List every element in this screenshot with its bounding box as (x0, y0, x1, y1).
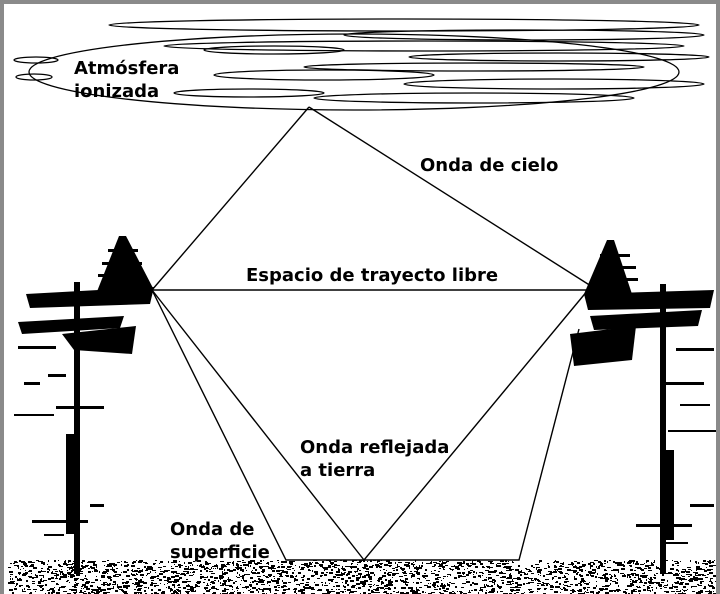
free-space-label: Espacio de trayecto libre (246, 265, 499, 286)
reflected-wave-label-line2: a tierra (300, 460, 376, 481)
ground-texture (8, 560, 716, 594)
left-tower-icon (14, 236, 154, 574)
diagram-canvas (8, 18, 716, 594)
surface-wave-path (151, 289, 580, 561)
atmosphere-label-line2: ionizada (74, 81, 160, 102)
sky-wave-label: Onda de cielo (420, 155, 559, 176)
wave-paths (151, 106, 592, 561)
atmosphere-label-line1: Atmósfera (74, 58, 180, 79)
sky-wave-down (308, 106, 592, 287)
right-tower-icon (570, 240, 716, 574)
sky-wave-up (151, 106, 310, 291)
reflected-wave-label-line1: Onda reflejada (300, 437, 450, 458)
surface-wave-label-line2: superficie (170, 542, 270, 563)
reflected-wave-down (151, 289, 365, 561)
ionosphere-clouds (13, 18, 710, 111)
reflected-wave-up (363, 289, 589, 561)
surface-wave-label-line1: Onda de (170, 519, 255, 540)
